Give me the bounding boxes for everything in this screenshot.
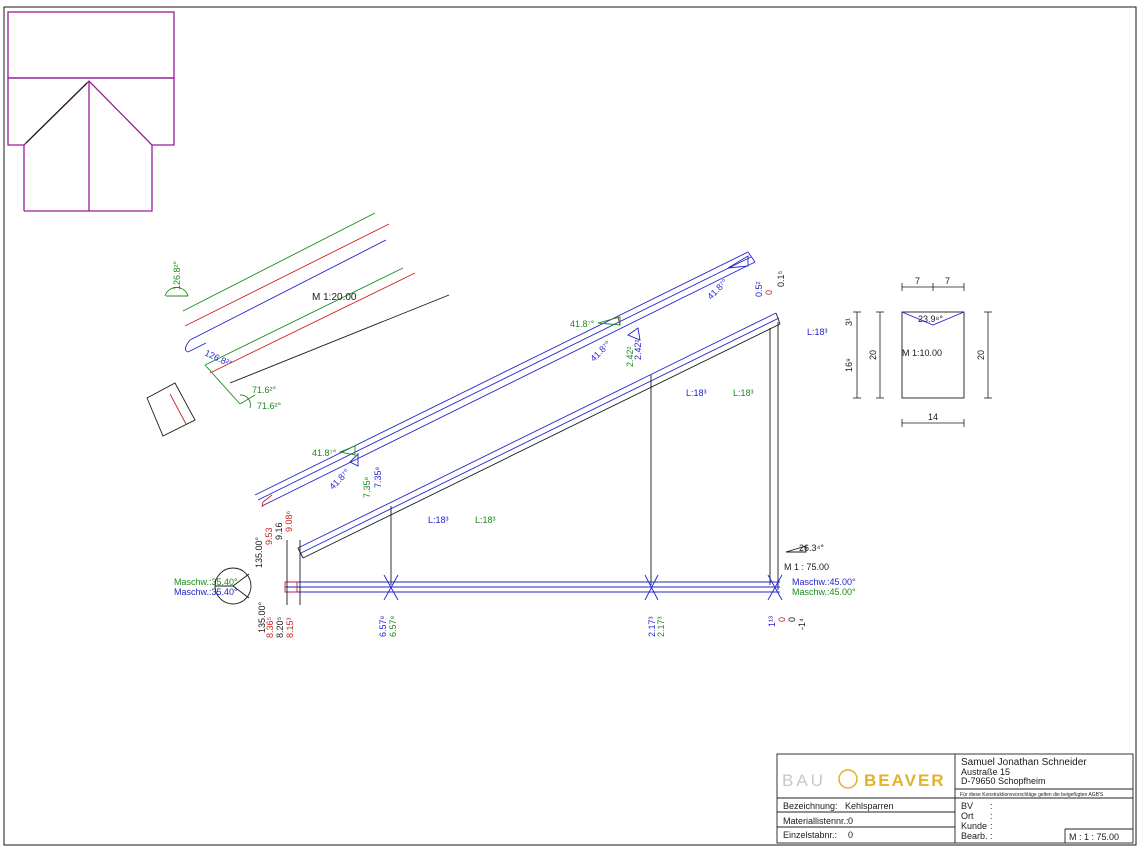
length-green-c: L:18³	[475, 515, 496, 525]
dim-v3-black: 0.1⁵	[776, 270, 786, 287]
bottom-beam	[284, 540, 783, 605]
main-labels: 41.8⁷° 41.8⁷° 41.8⁷° 41.8⁷° 41.8⁷° 7.35⁸…	[174, 270, 856, 638]
section-top-small: 3¹	[844, 318, 854, 326]
title-block: BAU BEAVER Samuel Jonathan Schneider Aus…	[776, 753, 1134, 844]
bv-label: BV	[961, 801, 973, 811]
angle-top-blue: 126.8²°	[203, 348, 234, 370]
bv-colon: :	[990, 801, 993, 811]
ort-colon: :	[990, 811, 993, 821]
section-width-right: 7	[945, 276, 950, 286]
angle-left-top: 135.00°	[254, 536, 264, 568]
section-height-inner: 20	[868, 350, 878, 360]
kunde-colon: :	[990, 821, 993, 831]
section-width-left: 7	[915, 276, 920, 286]
dim-left-blk1: 9.16	[274, 522, 284, 540]
dim-v3-red: 0	[764, 290, 774, 295]
angle-mid-green: 41.8⁷°	[570, 319, 595, 329]
dim-left-red1: 9.53	[264, 527, 274, 545]
main-scale-label: M 1 : 75.00	[784, 562, 829, 572]
bezeichnung-value: Kehlsparren	[845, 801, 894, 811]
angle-end-a: 71.6²°	[252, 385, 277, 395]
owner-street: Austraße 15	[961, 767, 1010, 777]
dim-v1-blue: 7.35⁸	[373, 466, 383, 488]
section-height-right: 20	[976, 350, 986, 360]
maschw-left-blue: Maschw.:35.40°	[174, 587, 238, 597]
material-label: Materiallistennr.:	[783, 816, 849, 826]
angle-top-green: 126.8²°	[172, 260, 182, 290]
corner-angle-symbol	[214, 567, 252, 605]
bearb-colon: :	[990, 831, 993, 841]
posts	[390, 322, 779, 590]
angle-low-green: 41.8⁷°	[312, 448, 337, 458]
length-blue-c: L:18³	[428, 515, 449, 525]
roof-overview	[7, 11, 175, 212]
dim-v2-green: 2.42²	[625, 346, 635, 367]
maschw-right-green: Maschw.:45.00°	[792, 587, 856, 597]
length-blue-b: L:18³	[807, 327, 828, 337]
dim-post2-green: 2.17³	[656, 616, 666, 637]
logo-bau: BAU	[782, 771, 826, 790]
logo-beaver: BEAVER	[864, 771, 946, 790]
section-bottom: 14	[928, 412, 938, 422]
angle-low-blue: 41.8⁷°	[327, 467, 352, 492]
beaver-logo-icon	[838, 769, 858, 789]
section-scale-label: M 1:10.00	[902, 348, 942, 358]
material-value: 0	[848, 816, 853, 826]
angle-left-bottom: 135.00°	[257, 601, 267, 633]
length-green-a: L:18³	[733, 388, 754, 398]
cross-section: 7 7 3¹ 16⁹ 20 20 14 23.9⁸° M 1:10.00	[844, 276, 992, 427]
angle-slope: 26.3⁴°	[799, 543, 824, 553]
detail-scale-label: M 1:20.00	[312, 292, 357, 303]
dim-post3-black1: 0	[787, 617, 797, 622]
einzel-label: Einzelstabnr.:	[783, 830, 837, 840]
dim-v1-green: 7.35⁸	[362, 476, 372, 498]
dim-left-blk2: 8.20⁵	[275, 616, 285, 638]
dim-left-red2: 9.08⁶	[284, 510, 294, 532]
angle-end-b: 71.6²°	[257, 401, 282, 411]
maschw-right-blue: Maschw.:45.00°	[792, 577, 856, 587]
rafter-detail-top: M 1:20.00 126.8²° 126.8²° 71.6²° 71.6²°	[146, 212, 450, 437]
dim-post3-black2: -1⁴	[797, 618, 807, 630]
rafter-lower-member	[297, 312, 781, 559]
einzel-value: 0	[848, 830, 853, 840]
rafter-upper-member	[254, 251, 756, 508]
title-scale: M : 1 : 75.00	[1069, 832, 1119, 842]
dim-post1-blue: 6.57⁸	[378, 615, 388, 637]
length-blue-a: L:18³	[686, 388, 707, 398]
dim-v2-blue: 2.42²	[633, 339, 643, 360]
dim-v3-blue: 0.5²	[754, 281, 764, 297]
angle-marks	[338, 255, 807, 553]
bezeichnung-label: Bezeichnung:	[783, 801, 838, 811]
drawing-frame	[3, 6, 1137, 846]
ort-label: Ort	[961, 811, 974, 821]
dim-post1-green: 6.57⁸	[388, 615, 398, 637]
dim-post3-red: 0	[777, 617, 787, 622]
owner-name: Samuel Jonathan Schneider	[961, 757, 1087, 768]
dim-post2-blue: 2.17³	[647, 616, 657, 637]
section-notch-angle: 23.9⁸°	[918, 314, 943, 324]
kunde-label: Kunde	[961, 821, 987, 831]
dim-post3-blue: 1¹³	[767, 616, 777, 627]
maschw-left-green: Maschw.:35.40°	[174, 577, 238, 587]
section-height-left: 16⁹	[844, 358, 854, 372]
dim-left-red3: 8.36⁵	[265, 616, 275, 638]
bearb-label: Bearb.	[961, 831, 988, 841]
agb-note: Für diese Konstruktionsvorschläge gelten…	[960, 792, 1104, 798]
owner-city: D-79650 Schopfheim	[961, 776, 1046, 786]
dim-left-red4: 8.15³	[285, 617, 295, 638]
